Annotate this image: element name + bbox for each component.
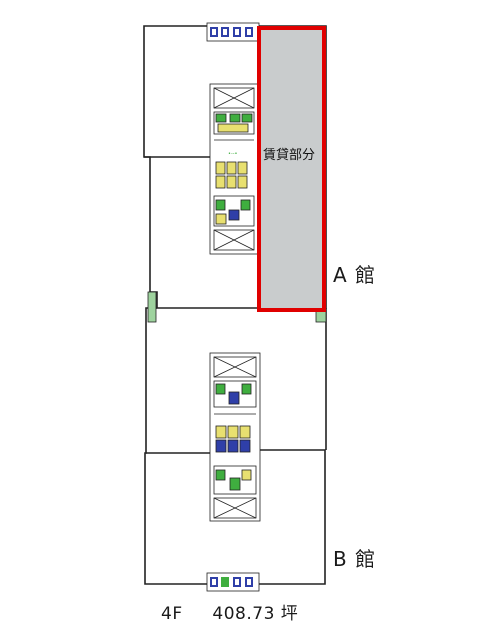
- floor-caption: 4F 408.73 坪: [161, 599, 298, 624]
- core-b: [209, 352, 261, 522]
- core-a: •--•: [209, 83, 259, 255]
- floor-area: 408.73 坪: [212, 604, 299, 624]
- building-a-label: A 館: [333, 263, 377, 287]
- svg-text:•--•: •--•: [228, 151, 238, 157]
- floor-number: 4F: [161, 604, 183, 624]
- entrance-bottom-b: [206, 572, 260, 592]
- rental-area: [257, 26, 326, 312]
- rental-area-label: 賃貸部分: [263, 148, 316, 163]
- entrance-top-a: [206, 22, 260, 42]
- building-b-label: B 館: [333, 547, 377, 571]
